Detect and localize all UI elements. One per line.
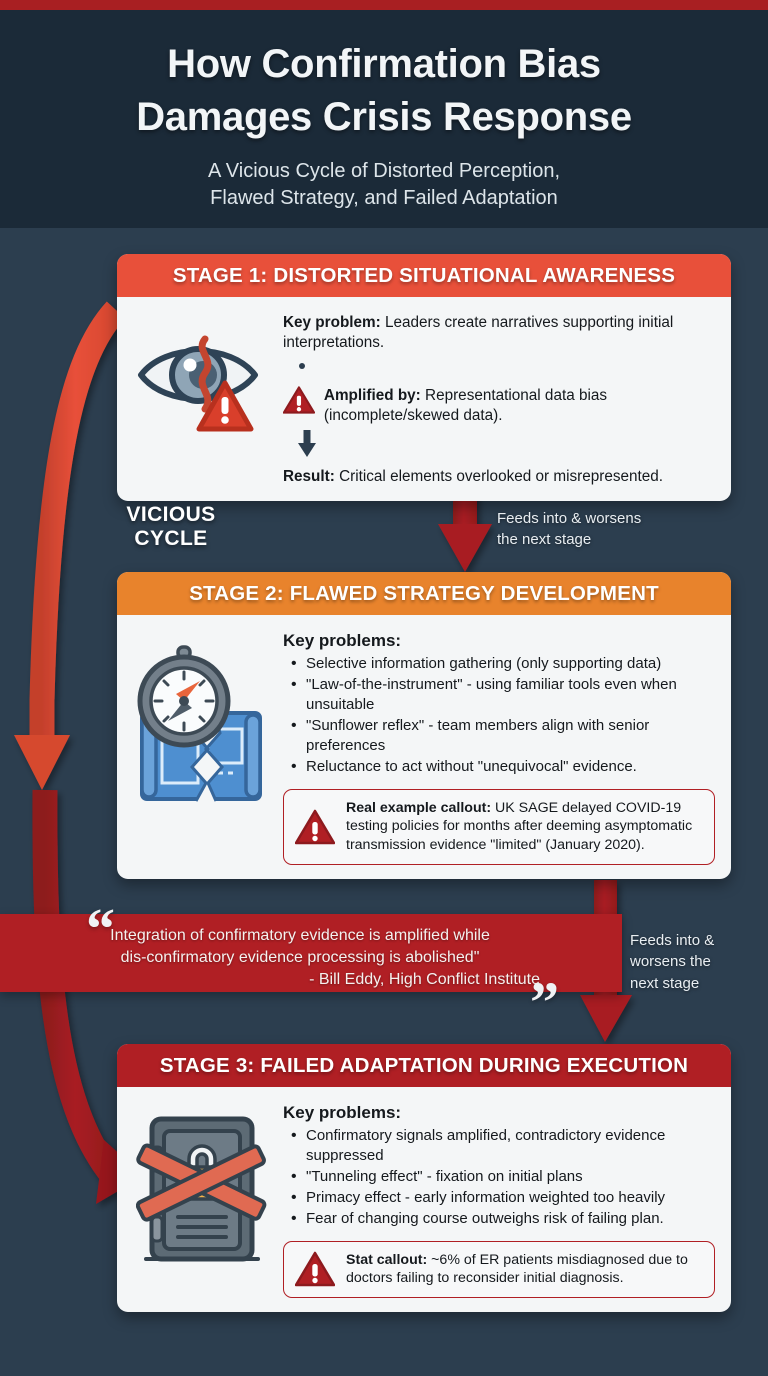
locked-door-crossed-out-icon	[136, 1116, 267, 1262]
small-dot-icon	[299, 362, 305, 369]
stage-1-dot	[297, 358, 715, 376]
quote-attribution: - Bill Eddy, High Conflict Institute	[309, 971, 540, 989]
stage-3-card[interactable]: STAGE 3: FAILED ADAPTATION DURING EXECUT…	[117, 1044, 731, 1313]
stage-3-callout: Stat callout: ~6% of ER patients misdiag…	[283, 1240, 715, 1299]
page-title: How Confirmation Bias Damages Crisis Res…	[0, 38, 768, 144]
stage-1-result-label: Result:	[283, 467, 335, 485]
stage-3-header: STAGE 3: FAILED ADAPTATION DURING EXECUT…	[117, 1044, 731, 1087]
list-item: "Sunflower reflex" - team members align …	[289, 715, 715, 756]
list-item: Reluctance to act without "unequivocal" …	[289, 756, 715, 777]
stage-2-callout-label: Real example callout:	[346, 799, 492, 816]
stage-1-key-problem-label: Key problem:	[283, 314, 381, 331]
header: How Confirmation Bias Damages Crisis Res…	[0, 10, 768, 228]
connector-label-2: Feeds into & worsens the next stage	[630, 930, 755, 994]
quote-text: Integration of confirmatory evidence is …	[0, 925, 600, 991]
stage-2-body: Key problems: Selective information gath…	[117, 615, 731, 879]
quote-close-mark: ”	[530, 970, 559, 1035]
down-arrow-icon	[298, 429, 316, 457]
stage-3-body: Key problems: Confirmatory signals ampli…	[117, 1087, 731, 1312]
connector-label-2-line-1: Feeds into &	[630, 932, 715, 949]
connector-label-2-line-3: next stage	[630, 974, 700, 992]
connector-label-1-line-1: Feeds into & worsens	[497, 510, 642, 527]
stage-1-down-arrow	[296, 429, 715, 463]
top-accent-bar	[0, 0, 768, 10]
warning-triangle-icon	[295, 809, 335, 844]
stage-1-key-problem-text: Leaders create narratives supporting ini…	[283, 314, 674, 352]
warning-triangle-icon	[295, 1252, 335, 1287]
stage-3-callout-label: Stat callout:	[346, 1251, 428, 1268]
stage-1-header: STAGE 1: DISTORTED SITUATIONAL AWARENESS	[117, 254, 731, 297]
quote-line-2: dis-confirmatory evidence processing is …	[120, 949, 480, 967]
distorted-eye-warning-icon	[138, 335, 258, 432]
stage-3-key-problems-label: Key problems:	[283, 1103, 402, 1122]
stage-1-text-column: Key problem: Leaders create narratives s…	[283, 309, 715, 487]
vicious-cycle-label-line-2: CYCLE	[134, 527, 208, 551]
list-item: "Law-of-the-instrument" - using familiar…	[289, 674, 715, 715]
stage-1-card[interactable]: STAGE 1: DISTORTED SITUATIONAL AWARENESS	[117, 254, 731, 502]
warning-triangle-icon	[283, 386, 315, 414]
stage-1-result: Result: Critical elements overlooked or …	[283, 467, 715, 487]
stage-1-amplified-row: Amplified by: Representational data bias…	[283, 383, 715, 427]
stage-3-icon-column	[127, 1099, 277, 1298]
stage-3-text-column: Key problems: Confirmatory signals ampli…	[283, 1099, 715, 1299]
page-subtitle-line-1: A Vicious Cycle of Distorted Perception,	[207, 159, 561, 182]
quote-line-1: Integration of confirmatory evidence is …	[110, 927, 490, 944]
connector-label-2-line-2: worsens the	[630, 953, 711, 971]
stage-1-result-text: Critical elements overlooked or misrepre…	[334, 467, 664, 485]
stage-1-key-problem: Key problem: Leaders create narratives s…	[283, 313, 715, 354]
stage-3-bullet-list: Confirmatory signals amplified, contradi…	[289, 1125, 715, 1229]
stage-3-callout-body: ~6% of ER patients misdiagnosed due to d…	[346, 1251, 688, 1287]
stage-3-callout-text: Stat callout: ~6% of ER patients misdiag…	[346, 1251, 702, 1288]
vicious-cycle-label: VICIOUS CYCLE	[96, 503, 246, 552]
stage-1-amplified-text: Representational data bias (incomplete/s…	[323, 386, 608, 425]
compass-broken-blueprint-icon	[137, 645, 262, 802]
page-title-line-2: Damages Crisis Response	[136, 94, 632, 139]
page-subtitle: A Vicious Cycle of Distorted Perception,…	[0, 158, 768, 213]
stage-2-key-problems-label: Key problems:	[283, 631, 402, 650]
stage-2-callout-text: Real example callout: UK SAGE delayed CO…	[346, 799, 702, 855]
stage-1-icon-column	[127, 309, 277, 487]
stage-1-body: Key problem: Leaders create narratives s…	[117, 297, 731, 501]
stage-1-amplified: Amplified by: Representational data bias…	[324, 383, 715, 427]
stage-2-callout: Real example callout: UK SAGE delayed CO…	[283, 788, 715, 865]
list-item: Selective information gathering (only su…	[289, 653, 715, 674]
connector-label-1-line-2: the next stage	[497, 531, 592, 549]
list-item: Fear of changing course outweighs risk o…	[289, 1208, 715, 1229]
stage-1-amplified-label: Amplified by:	[323, 386, 421, 404]
connector-label-1: Feeds into & worsens the next stage	[497, 508, 697, 551]
list-item: "Tunneling effect" - fixation on initial…	[289, 1166, 715, 1187]
quote-open-mark: “	[86, 896, 115, 961]
vicious-cycle-label-line-1: VICIOUS	[126, 503, 216, 526]
stage-2-bullet-list: Selective information gathering (only su…	[289, 653, 715, 777]
page-title-line-1: How Confirmation Bias	[167, 42, 601, 86]
list-item: Primacy effect - early information weigh…	[289, 1187, 715, 1208]
stage-2-callout-body: UK SAGE delayed COVID-19 testing policie…	[346, 799, 693, 854]
list-item: Confirmatory signals amplified, contradi…	[289, 1125, 715, 1166]
stage-2-card[interactable]: STAGE 2: FLAWED STRATEGY DEVELOPMENT	[117, 572, 731, 879]
stage-2-header: STAGE 2: FLAWED STRATEGY DEVELOPMENT	[117, 572, 731, 615]
stage-2-icon-column	[127, 627, 277, 865]
stage-2-text-column: Key problems: Selective information gath…	[283, 627, 715, 865]
page-subtitle-line-2: Flawed Strategy, and Failed Adaptation	[210, 187, 558, 210]
